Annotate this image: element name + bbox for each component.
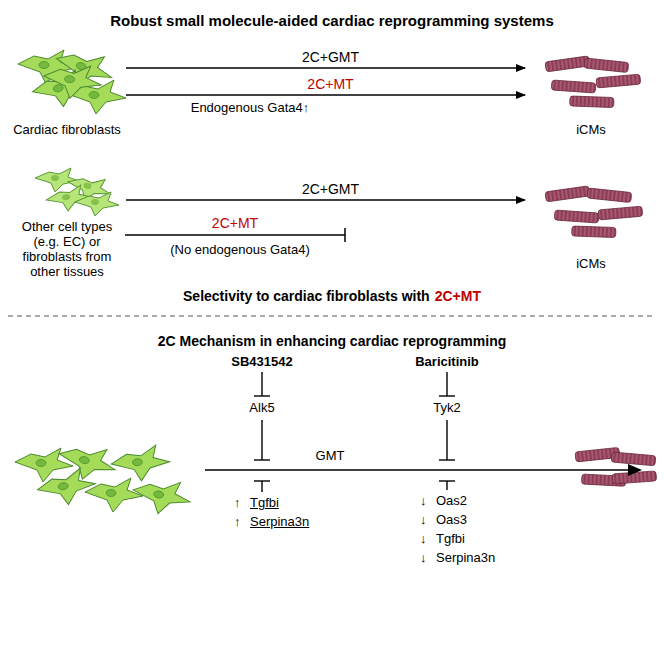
text-label: Tgfbi: [436, 532, 465, 547]
text-label: ↓: [420, 551, 427, 566]
text-label: Alk5: [249, 401, 274, 416]
text-label: ↑: [234, 496, 241, 511]
text-label: Serpina3n: [250, 515, 309, 530]
cell-group: Other cell types (e.g. EC) or fibroblast…: [8, 160, 126, 282]
cell-label: Cardiac fibroblasts: [13, 123, 121, 138]
gmt-arrow: [205, 469, 630, 471]
edge-label: 2C+GMT: [302, 181, 359, 197]
connector-arrow: [126, 67, 525, 69]
text-label: Oas2: [436, 494, 467, 509]
cell-group: Cardiac fibroblasts: [8, 40, 126, 140]
text-label: Tyk2: [433, 401, 460, 416]
cardiomyocyte-cells: [575, 447, 657, 486]
text-label: GMT: [316, 449, 345, 464]
cell-label: iCMs: [576, 257, 606, 272]
text-label: ↓: [420, 513, 427, 528]
cardiomyocyte-cells: [545, 186, 643, 238]
edge-label: 2C+GMT: [302, 49, 359, 65]
text-label: Baricitinib: [415, 355, 479, 370]
divider: [8, 316, 656, 317]
cell-group: iCMs: [525, 178, 657, 274]
inhibition-lines: [254, 372, 455, 492]
text-label: 2C+MT: [212, 215, 258, 231]
cell-label: Other cell types (e.g. EC) or fibroblast…: [10, 220, 124, 280]
text-label: Tgfbi: [250, 496, 279, 511]
text-label: 2C+MT: [435, 288, 481, 304]
text-label: ↓: [420, 494, 427, 509]
connector-arrow: [126, 199, 525, 201]
text-label: Selectivity to cardiac fibroblasts with: [183, 288, 430, 304]
title: Robust small molecule-aided cardiac repr…: [110, 12, 553, 29]
block-bar: [344, 228, 346, 242]
text-label: ↓: [420, 532, 427, 547]
other-cells: [35, 168, 119, 216]
text-label: Endogenous Gata4↑: [191, 101, 310, 116]
text-label: Oas3: [436, 513, 467, 528]
fibroblast-cells: [15, 440, 192, 518]
cell-group: iCMs: [525, 48, 657, 140]
connector-arrow: [126, 94, 525, 96]
edge-label: 2C+MT: [307, 76, 353, 92]
text-label: (No endogenous Gata4): [170, 243, 309, 258]
text-label: SB431542: [231, 355, 292, 370]
arrow-head: [628, 464, 642, 476]
blocked-line: [125, 234, 345, 235]
fibroblast-cells: [18, 45, 126, 114]
text-label: 2C Mechanism in enhancing cardiac reprog…: [158, 333, 507, 349]
cardiomyocyte-cells: [545, 56, 641, 108]
text-label: Serpina3n: [436, 551, 495, 566]
text-label: ↑: [234, 515, 241, 530]
cell-label: iCMs: [576, 123, 606, 138]
